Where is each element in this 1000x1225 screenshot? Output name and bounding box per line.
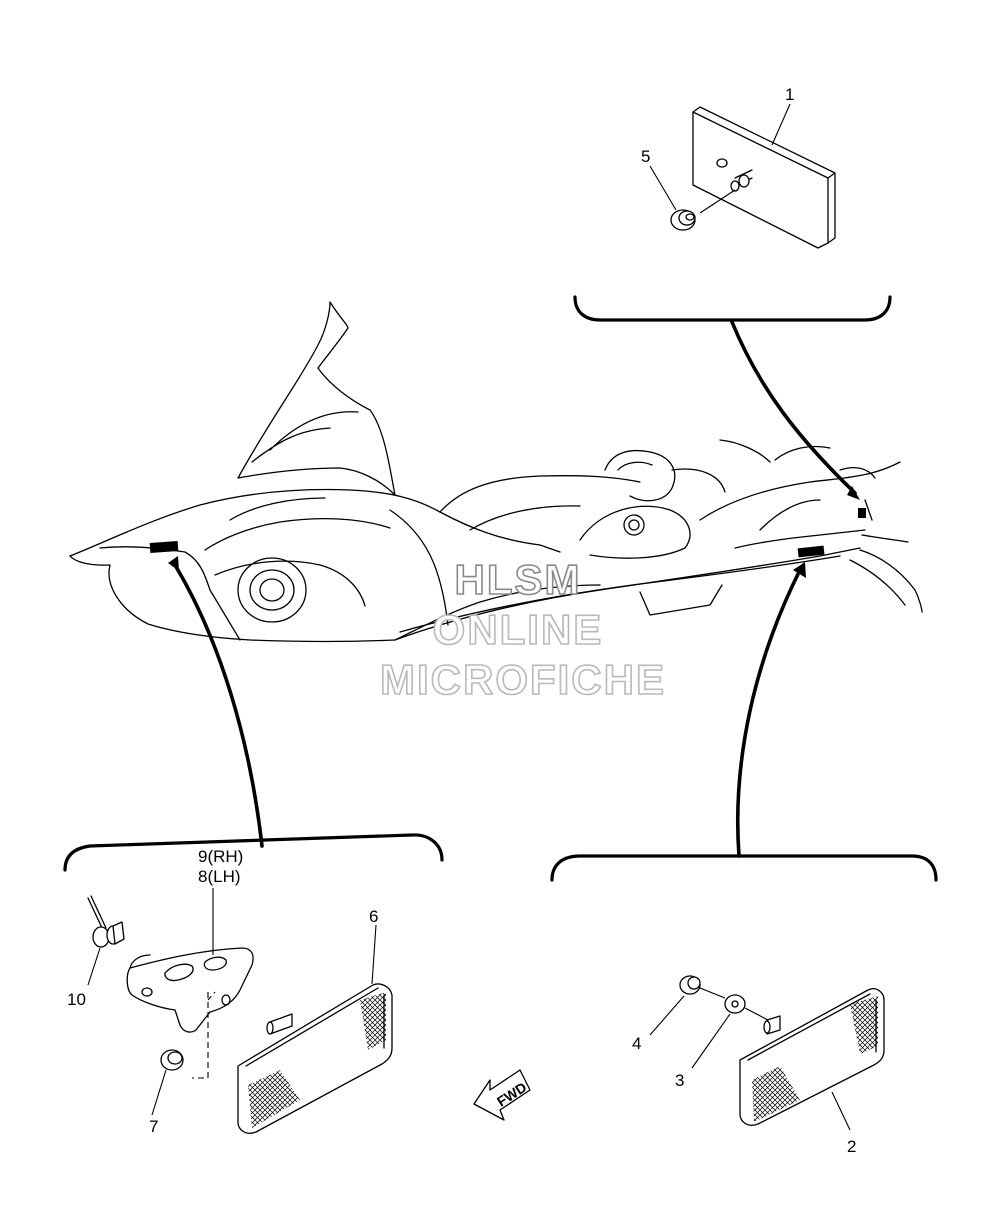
callout-9: 9(RH): [198, 847, 243, 866]
watermark: HLSM ONLINE MICROFICHE: [379, 555, 666, 704]
fwd-direction-arrow: FWD: [473, 1069, 531, 1121]
callout-6: 6: [369, 907, 378, 926]
callout-7: 7: [149, 1117, 158, 1136]
callout-8: 8(LH): [198, 867, 241, 886]
callout-labels: 1 5 9(RH) 8(LH) 6 10 7 4 3 2: [67, 85, 856, 1156]
detail-brackets: [63, 295, 938, 882]
watermark-line-1: HLSM: [455, 556, 582, 603]
watermark-line-3: MICROFICHE: [380, 656, 666, 703]
callout-3: 3: [675, 1071, 684, 1090]
watermark-line-2: ONLINE: [433, 606, 604, 653]
callout-4: 4: [632, 1034, 641, 1053]
license-plate-assembly: [670, 106, 836, 249]
front-reflector-assembly: [87, 888, 393, 1134]
callout-5: 5: [641, 147, 650, 166]
snowmobile-illustration: [69, 301, 923, 643]
callout-10: 10: [67, 990, 86, 1009]
callout-2: 2: [847, 1137, 856, 1156]
rear-reflector-assembly: [649, 975, 885, 1131]
callout-1: 1: [785, 85, 794, 104]
